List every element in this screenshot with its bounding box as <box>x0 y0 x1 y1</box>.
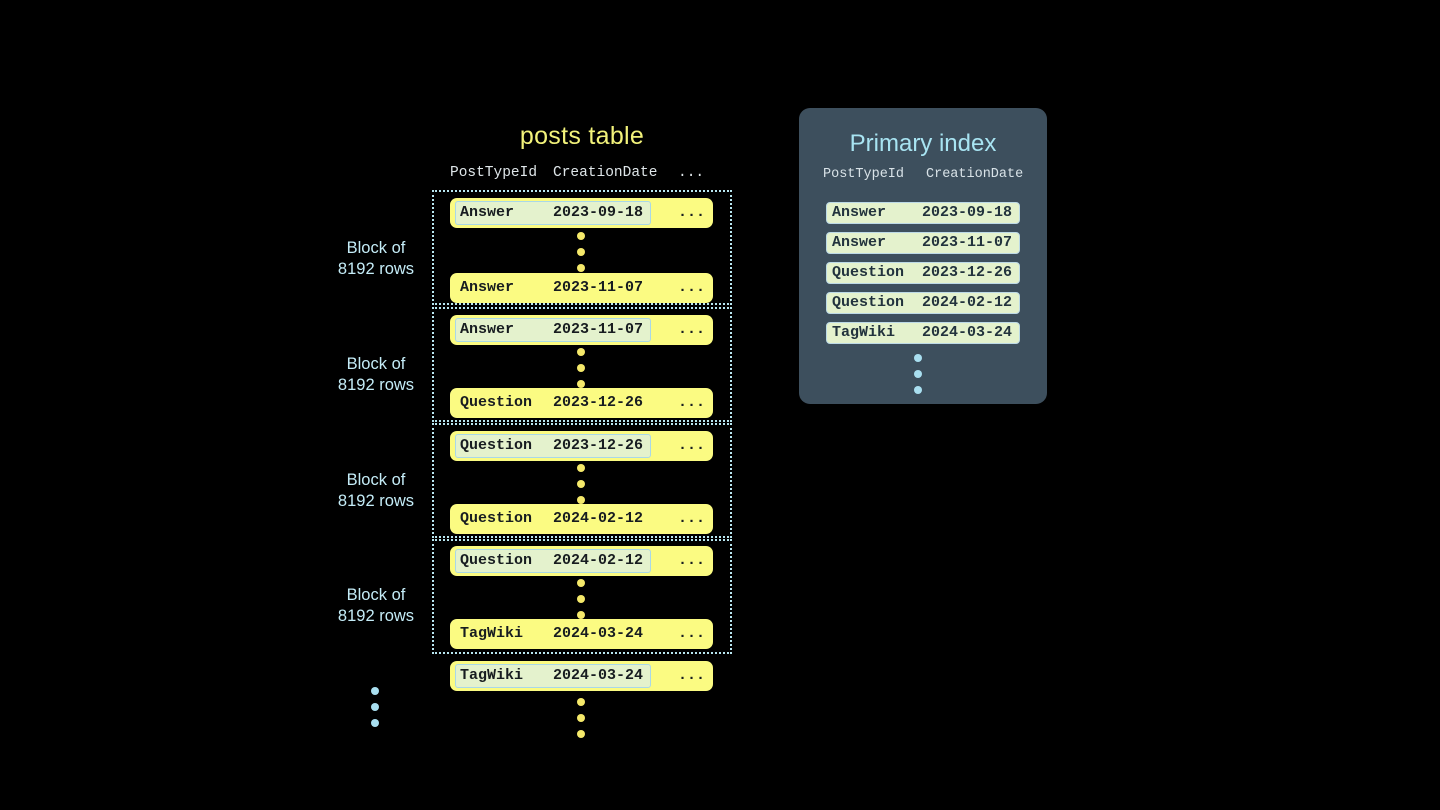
cell-posttypeid: Question <box>460 437 533 454</box>
block-rect-1 <box>432 190 732 305</box>
row-highlight-mark <box>455 434 651 458</box>
cell-posttypeid: Question <box>460 510 533 527</box>
index-cell-creationdate: 2024-03-24 <box>922 324 1013 341</box>
index-cell-posttypeid: Answer <box>832 204 887 221</box>
cell-ellipsis: ... <box>678 552 706 569</box>
index-cell-creationdate: 2024-02-12 <box>922 294 1013 311</box>
cell-ellipsis: ... <box>678 279 706 296</box>
index-entry-row[interactable]: Question 2024-02-12 <box>826 292 1020 314</box>
blocks-trailing-ellipsis-dots <box>371 687 380 735</box>
table-row[interactable]: Answer 2023-11-07 ... <box>450 315 713 345</box>
block-rect-3 <box>432 423 732 538</box>
column-header-ellipsis: ... <box>678 165 705 181</box>
cell-ellipsis: ... <box>678 437 706 454</box>
cell-creationdate: 2024-02-12 <box>553 552 644 569</box>
cell-posttypeid: Question <box>460 552 533 569</box>
index-cell-creationdate: 2023-11-07 <box>922 234 1013 251</box>
table-row[interactable]: Answer 2023-09-18 ... <box>450 198 713 228</box>
row-highlight-mark <box>455 318 651 342</box>
primary-index-title: Primary index <box>849 130 997 157</box>
cell-creationdate: 2023-12-26 <box>553 437 644 454</box>
index-cell-creationdate: 2023-09-18 <box>922 204 1013 221</box>
table-row[interactable]: Answer 2023-11-07 ... <box>450 273 713 303</box>
row-highlight-mark <box>455 549 651 573</box>
cell-posttypeid: Answer <box>460 204 515 221</box>
cell-posttypeid: Answer <box>460 279 515 296</box>
posts-table-title: posts table <box>519 122 645 150</box>
cell-creationdate: 2023-12-26 <box>553 394 644 411</box>
cell-ellipsis: ... <box>678 625 706 642</box>
table-row[interactable]: Question 2023-12-26 ... <box>450 431 713 461</box>
cell-creationdate: 2024-02-12 <box>553 510 644 527</box>
row-ellipsis-dots <box>577 464 586 512</box>
index-entry-row[interactable]: Answer 2023-11-07 <box>826 232 1020 254</box>
posts-table-column-headers: PostTypeId CreationDate ... <box>450 165 713 187</box>
index-cell-creationdate: 2023-12-26 <box>922 264 1013 281</box>
cell-ellipsis: ... <box>678 204 706 221</box>
index-column-header-creationdate: CreationDate <box>926 167 1024 182</box>
primary-index-panel: Primary index PostTypeId CreationDate An… <box>799 108 1047 404</box>
table-row[interactable]: Question 2023-12-26 ... <box>450 388 713 418</box>
cell-posttypeid: TagWiki <box>460 625 524 642</box>
cell-creationdate: 2023-11-07 <box>553 321 644 338</box>
cell-creationdate: 2023-09-18 <box>553 204 644 221</box>
column-header-posttypeid: PostTypeId <box>450 165 538 181</box>
cell-ellipsis: ... <box>678 394 706 411</box>
cell-ellipsis: ... <box>678 510 706 527</box>
index-entry-row[interactable]: TagWiki 2024-03-24 <box>826 322 1020 344</box>
row-ellipsis-dots <box>577 348 586 396</box>
index-cell-posttypeid: Answer <box>832 234 887 251</box>
table-row[interactable]: Question 2024-02-12 ... <box>450 504 713 534</box>
block-rect-2 <box>432 307 732 422</box>
row-highlight-mark <box>455 664 651 688</box>
index-cell-posttypeid: Question <box>832 264 905 281</box>
cell-creationdate: 2024-03-24 <box>553 667 644 684</box>
primary-index-column-headers: PostTypeId CreationDate <box>823 167 1028 187</box>
row-ellipsis-dots <box>577 579 586 627</box>
cell-posttypeid: TagWiki <box>460 667 524 684</box>
index-cell-posttypeid: TagWiki <box>832 324 896 341</box>
block-rect-4 <box>432 539 732 654</box>
table-trailing-ellipsis-dots <box>577 698 586 746</box>
index-entry-row[interactable]: Answer 2023-09-18 <box>826 202 1020 224</box>
index-entry-row[interactable]: Question 2023-12-26 <box>826 262 1020 284</box>
index-column-header-posttypeid: PostTypeId <box>823 167 905 182</box>
cell-ellipsis: ... <box>678 667 706 684</box>
table-row[interactable]: TagWiki 2024-03-24 ... <box>450 619 713 649</box>
index-trailing-ellipsis-dots <box>914 354 923 402</box>
table-row[interactable]: TagWiki 2024-03-24 ... <box>450 661 713 691</box>
cell-ellipsis: ... <box>678 321 706 338</box>
cell-creationdate: 2024-03-24 <box>553 625 644 642</box>
row-highlight-mark <box>455 201 651 225</box>
table-row[interactable]: Question 2024-02-12 ... <box>450 546 713 576</box>
cell-posttypeid: Answer <box>460 321 515 338</box>
column-header-creationdate: CreationDate <box>553 165 658 181</box>
index-cell-posttypeid: Question <box>832 294 905 311</box>
row-ellipsis-dots <box>577 232 586 280</box>
cell-posttypeid: Question <box>460 394 533 411</box>
cell-creationdate: 2023-11-07 <box>553 279 644 296</box>
